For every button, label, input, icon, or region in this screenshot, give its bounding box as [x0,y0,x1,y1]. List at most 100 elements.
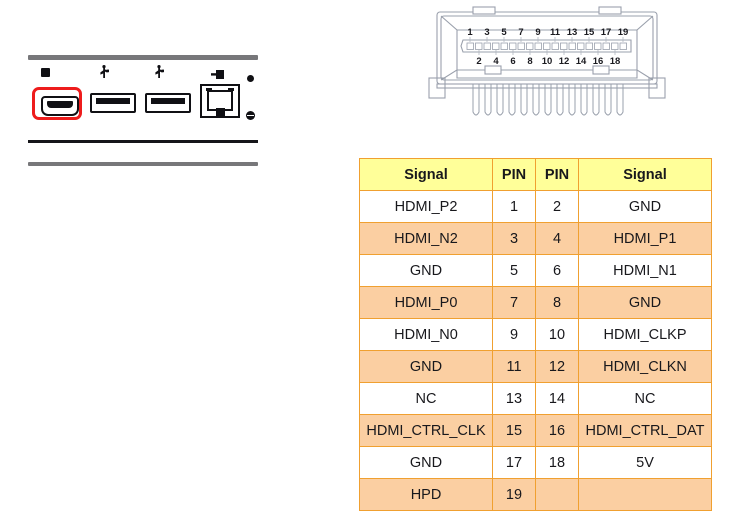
cell-pin-right: 10 [535,318,579,351]
led-dot-icon [247,75,254,82]
lan-port[interactable] [200,84,240,118]
cell-pin-left: 5 [492,254,536,287]
header-signal-right: Signal [578,158,712,191]
connector-pin-label: 5 [501,27,507,38]
cell-pin-right: 14 [535,382,579,415]
connector-pin-label: 13 [567,27,578,38]
usb-glyph [155,65,164,78]
table-header: Signal PIN PIN Signal [359,158,712,191]
connector-pin-label: 16 [593,56,604,67]
connector-pin-label: 9 [535,27,540,38]
cell-signal-right: HDMI_CLKN [578,350,712,383]
cell-pin-left: 7 [492,286,536,319]
cell-signal-right: HDMI_CLKP [578,318,712,351]
cell-signal-right [578,478,712,511]
connector-pin-label: 19 [618,27,629,38]
cell-pin-left: 11 [492,350,536,383]
cell-pin-right: 8 [535,286,579,319]
cell-pin-left: 1 [492,190,536,223]
usb-icon [98,65,110,79]
lan-icon [211,67,225,79]
connector-pin-label: 3 [484,27,489,38]
connector-pin-label: 7 [518,27,523,38]
header-signal-left: Signal [359,158,493,191]
header-pin-right: PIN [535,158,579,191]
cell-signal-right: HDMI_P1 [578,222,712,255]
connector-pin-label: 10 [542,56,553,67]
connector-pin-label: 1 [467,27,473,38]
cell-pin-right: 2 [535,190,579,223]
lan-glyph [211,70,224,79]
cell-signal-left: HDMI_N0 [359,318,493,351]
panel-top-rail [28,55,258,60]
port-icon-row [28,64,258,82]
hdmi-icon [41,68,50,77]
cell-signal-left: GND [359,350,493,383]
cell-signal-right: HDMI_CTRL_DAT [578,414,712,447]
usb-port-1[interactable] [90,93,136,113]
lan-port-tab [216,108,225,117]
table-header-row: Signal PIN PIN Signal [359,158,712,191]
cell-pin-left: 15 [492,414,536,447]
cell-signal-right: NC [578,382,712,415]
usb-port-2[interactable] [145,93,191,113]
cell-pin-right: 16 [535,414,579,447]
cell-pin-right: 6 [535,254,579,287]
hdmi-port[interactable] [41,96,79,116]
cell-signal-left: GND [359,446,493,479]
connector-pin-label: 17 [601,27,612,38]
connector-pin-label: 6 [510,56,515,67]
cell-signal-left: HDMI_CTRL_CLK [359,414,493,447]
cell-signal-left: HDMI_N2 [359,222,493,255]
led-dot-ring-icon [246,111,255,120]
connector-pin-label: 11 [550,27,561,38]
usb-icon [153,65,165,79]
cell-signal-right: 5V [578,446,712,479]
cell-pin-left: 13 [492,382,536,415]
cell-pin-right: 12 [535,350,579,383]
cell-signal-left: NC [359,382,493,415]
cell-pin-right: 4 [535,222,579,255]
cell-signal-left: HDMI_P0 [359,286,493,319]
hdmi-port-highlight[interactable] [32,87,82,120]
header-pin-left: PIN [492,158,536,191]
panel-bottom-rail [28,162,258,166]
cell-pin-left: 19 [492,478,536,511]
cell-pin-left: 9 [492,318,536,351]
connector-pin-label: 15 [584,27,595,38]
usb-glyph [100,65,109,78]
cell-pin-right: 18 [535,446,579,479]
lan-led-left-icon [206,88,212,91]
connector-pin-label: 4 [493,56,499,67]
cell-pin-left: 17 [492,446,536,479]
cell-pin-right [535,478,579,511]
lan-led-right-icon [228,88,234,91]
cell-signal-left: HDMI_P2 [359,190,493,223]
connector-pin-label: 12 [559,56,570,67]
connector-pin-label: 8 [527,56,532,67]
cell-signal-left: GND [359,254,493,287]
rear-io-panel [28,55,258,167]
cell-signal-right: GND [578,286,712,319]
connector-pin-label: 18 [610,56,621,67]
connector-pin-label: 14 [576,56,587,67]
cell-signal-left: HPD [359,478,493,511]
cell-pin-left: 3 [492,222,536,255]
cell-signal-right: GND [578,190,712,223]
cell-signal-right: HDMI_N1 [578,254,712,287]
connector-pin-label: 2 [476,56,481,67]
